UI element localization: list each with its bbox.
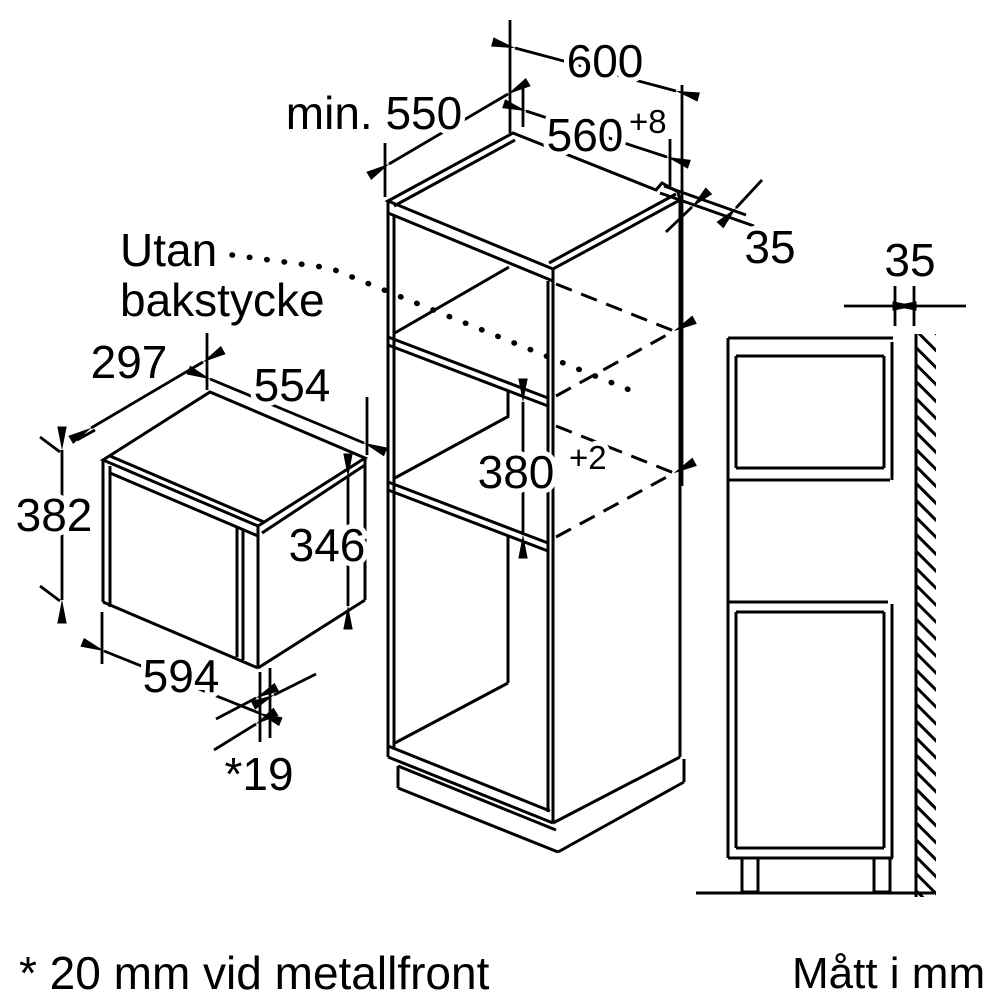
dim-35-wall: [844, 286, 966, 326]
dim-554-label: 554: [254, 359, 331, 411]
no-back-panel-label-line2: bakstycke: [120, 274, 325, 326]
dim-380-tolerance-label: +2: [569, 439, 607, 476]
dim-min550-label: min. 550: [286, 87, 462, 139]
dim-560-label: 560: [547, 109, 624, 161]
dim-382-label: 382: [16, 489, 93, 541]
dim-554: [186, 365, 388, 457]
dim-19-label: *19: [224, 748, 293, 800]
footnote-metal-front: * 20 mm vid metallfront: [19, 947, 490, 999]
dim-600: [491, 20, 700, 486]
dim-560: [502, 82, 691, 186]
dimension-annotations: [39, 20, 966, 752]
tall-cabinet-isometric: [384, 131, 755, 854]
no-back-panel-leader: [229, 252, 640, 396]
dim-35-wall-label: 35: [884, 234, 935, 286]
dim-382: [39, 426, 67, 624]
dim-19: [213, 668, 317, 752]
dimension-labels: 600 min. 550 560 +8 380 +2 35 35 297 554…: [11, 30, 990, 1000]
no-back-panel-label-line1: Utan: [120, 224, 217, 276]
dim-35-top-label: 35: [744, 221, 795, 273]
dim-560-tolerance-label: +8: [629, 103, 667, 140]
dim-min550: [366, 78, 531, 197]
cabinet-foot: [740, 856, 760, 894]
dim-346-label: 346: [289, 519, 366, 571]
cabinet-side-view: [696, 334, 936, 897]
dim-594: [80, 612, 283, 727]
units-note: Mått i mm: [792, 949, 985, 998]
dim-35-top: [665, 179, 764, 234]
cabinet-foot: [872, 856, 892, 894]
dim-600-label: 600: [567, 35, 644, 87]
dim-297-label: 297: [91, 336, 168, 388]
dim-380-label: 380: [478, 446, 555, 498]
dim-594-label: 594: [143, 650, 220, 702]
wall-hatching: [914, 334, 936, 897]
